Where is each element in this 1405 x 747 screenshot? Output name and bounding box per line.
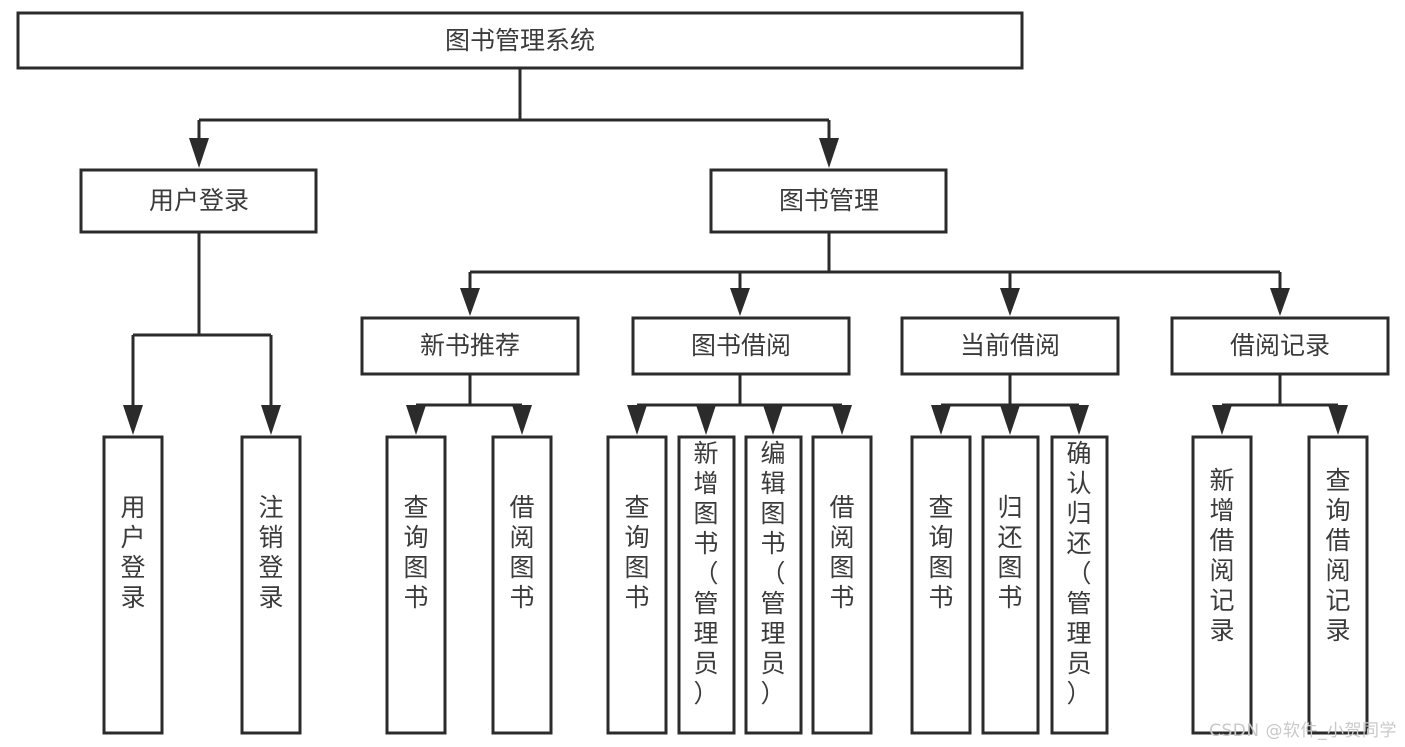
node-root-box[interactable] xyxy=(16,11,1024,70)
node-leaf-query-book-1-box[interactable] xyxy=(385,435,447,735)
node-user-login[interactable]: 用户登录 xyxy=(79,168,318,234)
node-leaf-confirm-return[interactable]: 确认归还（管理员） xyxy=(1050,435,1109,735)
arrow-head-leaf-borrow-book-2 xyxy=(832,405,852,435)
node-leaf-query-record-label: 查询借阅记录 xyxy=(1325,466,1350,645)
arrow-head-current-borrow xyxy=(1000,288,1020,316)
node-leaf-borrow-book-2[interactable]: 借阅图书 xyxy=(811,435,873,735)
arrow-head-leaf-query-book-3 xyxy=(931,405,951,435)
node-leaf-borrow-book-1-label: 借阅图书 xyxy=(509,493,534,612)
node-book-management[interactable]: 图书管理 xyxy=(709,168,948,234)
node-book-borrow[interactable]: 图书借阅 xyxy=(631,316,851,376)
arrow-head-leaf-add-record xyxy=(1212,405,1232,435)
node-new-book-recommend-label: 新书推荐 xyxy=(420,331,520,360)
arrow-head-book-borrow xyxy=(730,288,750,316)
arrow-head-borrow-record xyxy=(1270,288,1290,316)
node-leaf-add-book-box[interactable] xyxy=(677,435,736,735)
arrow-head-leaf-user-logout xyxy=(261,405,281,435)
node-book-management-label: 图书管理 xyxy=(779,186,879,215)
node-borrow-record[interactable]: 借阅记录 xyxy=(1170,316,1390,376)
node-leaf-add-record-box[interactable] xyxy=(1191,435,1253,735)
arrow-head-book-management xyxy=(819,138,839,168)
arrow-head-leaf-query-book-1 xyxy=(406,405,426,435)
csdn-watermark: CSDN @软件_小贺同学 xyxy=(1209,721,1397,741)
node-leaf-user-login[interactable]: 用户登录 xyxy=(102,435,164,735)
node-root-label: 图书管理系统 xyxy=(445,26,595,55)
node-user-login-box[interactable] xyxy=(79,168,318,234)
node-leaf-query-book-2-label: 查询图书 xyxy=(624,493,649,612)
arrow-head-leaf-query-record xyxy=(1328,405,1348,435)
node-leaf-query-book-1-label: 查询图书 xyxy=(403,493,428,612)
node-leaf-borrow-book-2-label: 借阅图书 xyxy=(829,493,854,612)
node-leaf-add-book-label: 新增图书（管理员） xyxy=(693,439,718,708)
node-leaf-query-book-1[interactable]: 查询图书 xyxy=(385,435,447,735)
node-user-login-label: 用户登录 xyxy=(149,186,249,215)
node-leaf-user-login-label: 用户登录 xyxy=(120,493,145,612)
arrow-head-leaf-add-book xyxy=(696,405,716,435)
node-current-borrow[interactable]: 当前借阅 xyxy=(900,316,1120,376)
node-new-book-recommend-box[interactable] xyxy=(360,316,580,376)
node-leaf-edit-book-box[interactable] xyxy=(744,435,803,735)
node-leaf-query-record[interactable]: 查询借阅记录 xyxy=(1307,435,1369,735)
node-leaf-confirm-return-box[interactable] xyxy=(1050,435,1109,735)
node-leaf-user-logout-box[interactable] xyxy=(240,435,302,735)
node-current-borrow-box[interactable] xyxy=(900,316,1120,376)
node-leaf-return-book[interactable]: 归还图书 xyxy=(981,435,1040,735)
node-leaf-borrow-book-1-box[interactable] xyxy=(491,435,553,735)
node-leaf-query-book-2-box[interactable] xyxy=(606,435,668,735)
arrow-head-leaf-edit-book xyxy=(763,405,783,435)
connector-layer xyxy=(123,68,1348,435)
arrow-head-leaf-user-login xyxy=(123,405,143,435)
arrow-head-new-book-recommend xyxy=(460,288,480,316)
node-leaf-return-book-box[interactable] xyxy=(981,435,1040,735)
node-leaf-edit-book[interactable]: 编辑图书（管理员） xyxy=(744,435,803,735)
node-root[interactable]: 图书管理系统 xyxy=(16,11,1024,70)
node-leaf-query-book-3[interactable]: 查询图书 xyxy=(910,435,972,735)
node-book-borrow-label: 图书借阅 xyxy=(691,331,791,360)
node-leaf-query-book-3-box[interactable] xyxy=(910,435,972,735)
node-leaf-user-logout[interactable]: 注销登录 xyxy=(240,435,302,735)
node-leaf-user-login-box[interactable] xyxy=(102,435,164,735)
node-book-borrow-box[interactable] xyxy=(631,316,851,376)
node-borrow-record-label: 借阅记录 xyxy=(1230,331,1330,360)
node-leaf-query-book-3-label: 查询图书 xyxy=(928,493,953,612)
node-book-management-box[interactable] xyxy=(709,168,948,234)
arrow-head-leaf-borrow-book-1 xyxy=(512,405,532,435)
node-borrow-record-box[interactable] xyxy=(1170,316,1390,376)
node-leaf-borrow-book-1[interactable]: 借阅图书 xyxy=(491,435,553,735)
node-leaf-user-logout-label: 注销登录 xyxy=(258,493,283,612)
node-leaf-edit-book-label: 编辑图书（管理员） xyxy=(760,439,785,708)
arrow-head-user-login xyxy=(189,138,209,168)
node-leaf-query-record-box[interactable] xyxy=(1307,435,1369,735)
arrow-head-leaf-confirm-return xyxy=(1069,405,1089,435)
node-leaf-add-book[interactable]: 新增图书（管理员） xyxy=(677,435,736,735)
node-leaf-add-record[interactable]: 新增借阅记录 xyxy=(1191,435,1253,735)
arrow-head-leaf-return-book xyxy=(1000,405,1020,435)
node-leaf-query-book-2[interactable]: 查询图书 xyxy=(606,435,668,735)
arrow-head-leaf-query-book-2 xyxy=(627,405,647,435)
node-leaf-add-record-label: 新增借阅记录 xyxy=(1209,466,1234,645)
node-leaf-confirm-return-label: 确认归还（管理员） xyxy=(1066,439,1091,708)
node-current-borrow-label: 当前借阅 xyxy=(960,331,1060,360)
node-new-book-recommend[interactable]: 新书推荐 xyxy=(360,316,580,376)
node-leaf-return-book-label: 归还图书 xyxy=(997,493,1022,612)
node-leaf-borrow-book-2-box[interactable] xyxy=(811,435,873,735)
